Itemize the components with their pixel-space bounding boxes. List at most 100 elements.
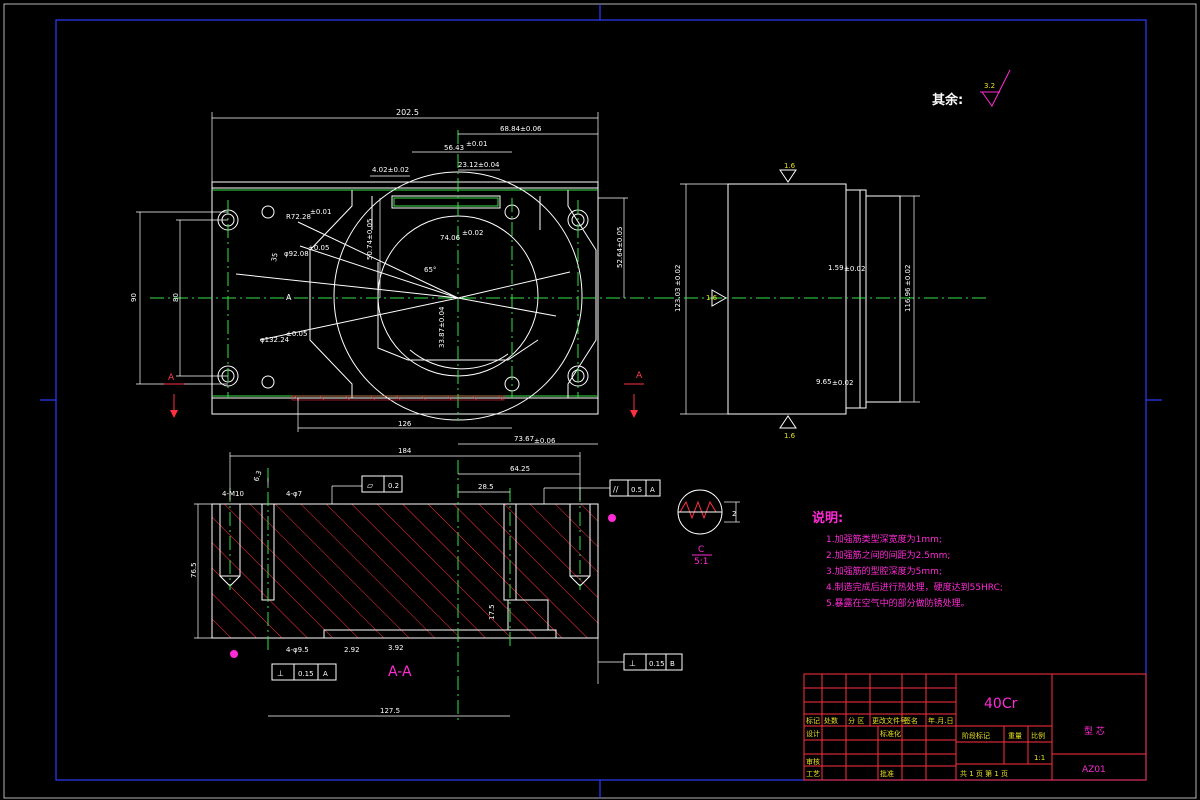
title-hdr-4: 签名 [904, 716, 918, 725]
section-title: A-A [388, 664, 412, 680]
perp2-symbol: ⊥ [629, 659, 636, 668]
dim-4: 4.02±0.02 [372, 166, 409, 174]
dim-dia2: φ132.24 [260, 336, 290, 344]
title-row-process: 工艺 [806, 770, 820, 778]
dim-90: 90 [130, 293, 138, 302]
note-item-2: 2.加强筋之间的间距为2.5mm; [826, 549, 950, 561]
dim-56: 56.43 [444, 144, 464, 152]
sec-dim-4m10: 4-M10 [222, 490, 244, 498]
sec-dim-2-92: 2.92 [344, 646, 360, 654]
side-dim-1-59-tol: ±0.02 [844, 265, 865, 273]
sec-dim-76: 76.5 [190, 562, 198, 578]
sec-dim-6-3: 6.3 [252, 469, 263, 482]
title-material: 40Cr [984, 696, 1018, 712]
side-dim-9-65-tol: ±0.02 [832, 379, 853, 387]
roughness-note-value: 3.2 [984, 82, 995, 90]
detail-scale: 5:1 [694, 557, 708, 567]
dim-68: 68.84±0.06 [500, 125, 542, 133]
side-roughness-bottom: 1.6 [784, 432, 796, 440]
title-scale-label: 比例 [1031, 731, 1045, 740]
title-scale: 1:1 [1034, 754, 1045, 762]
side-roughness-top: 1.6 [784, 162, 796, 170]
title-hdr-1: 处数 [824, 716, 838, 725]
dim-80: 80 [172, 293, 180, 302]
title-standard: 标准化 [880, 729, 901, 738]
detail-label: C [698, 545, 704, 555]
perp2-datum: B [670, 660, 675, 668]
side-dim-123-tol: ±0.02 [674, 265, 682, 286]
section-mark-a-lower-left: A [168, 373, 175, 383]
top-view: 202.5 68.84±0.06 56.43 ±0.01 23.12±0.04 … [130, 108, 660, 445]
note-item-3: 3.加强筋的型腔深度为5mm; [826, 565, 942, 577]
section-mark-a-left: A [286, 293, 292, 302]
title-row-review: 审核 [806, 757, 820, 766]
side-dim-116: 116.96 [904, 287, 912, 312]
sec-dim-28: 28.5 [478, 483, 494, 491]
side-roughness-left: 1.6 [706, 294, 718, 302]
dim-23: 23.12±0.04 [458, 161, 500, 169]
dim-73: 73.67 [514, 435, 534, 443]
dim-35: 35 [270, 252, 279, 262]
surface-roughness-note: 其余: 3.2 [932, 69, 1011, 108]
dim-50: 50.74±0.05 [366, 219, 374, 261]
parallel-value: 0.5 [631, 486, 642, 494]
title-stage-label: 阶段标记 [962, 731, 990, 740]
sheet-frame [3, 3, 1197, 799]
title-hdr-0: 标记 [806, 716, 820, 725]
dim-dia1: φ92.08 [284, 250, 309, 258]
dim-dia1-tol: ±0.05 [308, 244, 329, 252]
title-row-design: 设计 [806, 729, 820, 738]
notes-title: 说明: [812, 510, 843, 526]
dim-73-tol: ±0.06 [534, 437, 556, 445]
title-hdr-2: 分 区 [848, 716, 864, 725]
detail-c: 2 C 5:1 [677, 489, 740, 567]
side-dim-116-tol: ±0.02 [904, 265, 912, 286]
dim-74-tol: ±0.02 [462, 229, 483, 237]
technical-notes: 说明: 1.加强筋类型深宽度为1mm; 2.加强筋之间的间距为2.5mm; 3.… [812, 510, 1003, 609]
dim-126: 126 [398, 420, 412, 428]
dim-33: 33.87±0.04 [438, 306, 446, 348]
title-code: AZ01 [1082, 765, 1106, 775]
dim-overall-width: 202.5 [396, 108, 419, 117]
sec-dim-holes: 4-φ9.5 [286, 646, 309, 654]
sec-dim-184: 184 [398, 447, 412, 455]
dim-74: 74.06 [440, 234, 461, 242]
side-dim-9-65: 9.65 [816, 378, 832, 386]
dim-angle: 65° [424, 266, 436, 274]
sec-dim-4phi7: 4-φ7 [286, 490, 302, 498]
section-view: 184 64.25 28.5 4-M10 4-φ7 6.3 76.5 17.5 … [190, 447, 683, 720]
parallel-datum: A [650, 486, 655, 494]
roughness-note-label: 其余: [932, 92, 963, 108]
perp1-value: 0.15 [298, 670, 314, 678]
dim-dia2-tol: ±0.05 [286, 330, 307, 338]
perp2-value: 0.15 [649, 660, 665, 668]
side-dim-123: 123.03 [674, 288, 682, 313]
perp1-symbol: ⊥ [277, 669, 284, 678]
sec-dim-64: 64.25 [510, 465, 530, 473]
sec-dim-17: 17.5 [488, 604, 496, 620]
title-weight-label: 重量 [1008, 732, 1022, 740]
title-approve: 批准 [880, 769, 894, 778]
flatness-symbol: ▱ [367, 481, 374, 490]
sec-dim-127: 127.5 [380, 707, 400, 715]
parallel-symbol: // [613, 485, 619, 494]
note-item-4: 4.制造完成后进行热处理，硬度达到55HRC; [826, 581, 1003, 593]
detail-dim: 2 [732, 510, 736, 518]
title-hdr-5: 年.月.日 [928, 716, 953, 725]
dim-56-tol: ±0.01 [466, 140, 487, 148]
note-item-1: 1.加强筋类型深宽度为1mm; [826, 533, 942, 545]
dim-52: 52.64±0.05 [616, 227, 624, 269]
section-mark-a-right: A [636, 371, 643, 381]
title-sheet: 共 1 页 第 1 页 [960, 769, 1008, 778]
side-dim-1-59: 1.59 [828, 264, 844, 272]
dim-radius-tol: ±0.01 [310, 208, 331, 216]
note-item-5: 5.暴露在空气中的部分做防锈处理。 [826, 597, 970, 609]
perp1-datum: A [323, 670, 328, 678]
dim-radius: R72.28 [286, 213, 311, 221]
side-view: 123.03 ±0.02 116.96 ±0.02 1.59 ±0.02 9.6… [660, 162, 990, 440]
title-block: 40Cr 型 芯 AZ01 1:1 共 1 页 第 1 页 阶段标记 重量 比例… [803, 673, 1147, 781]
sec-dim-3-92: 3.92 [388, 644, 404, 652]
flatness-value: 0.2 [388, 482, 399, 490]
title-hdr-3: 更改文件号 [872, 716, 907, 725]
